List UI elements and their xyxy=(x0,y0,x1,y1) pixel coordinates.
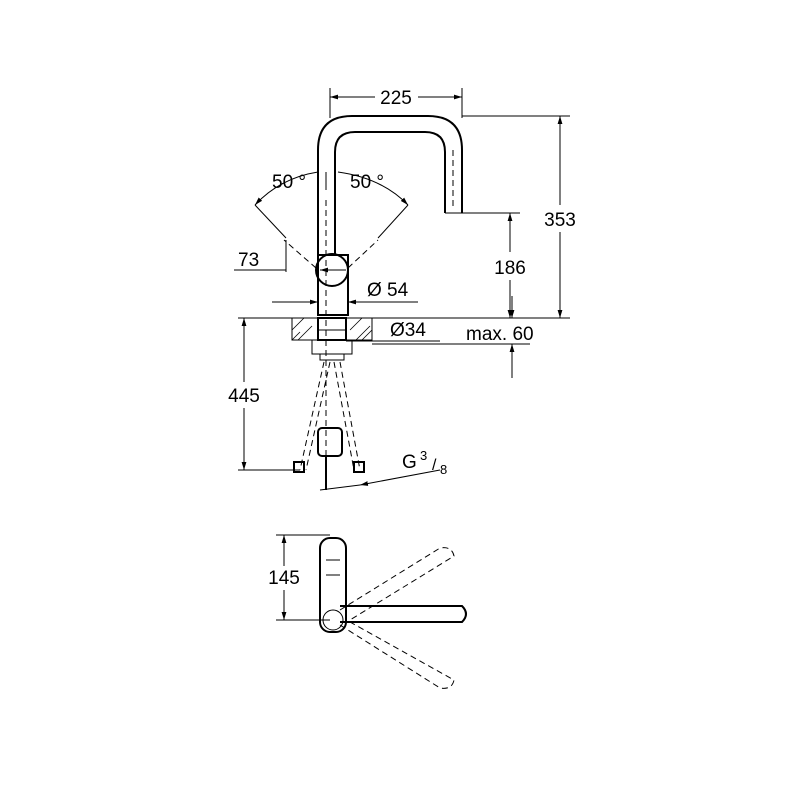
mounting-stud xyxy=(317,317,347,341)
dim-186: 186 xyxy=(462,212,526,318)
thread-denominator-label: 8 xyxy=(440,462,447,477)
lever-right-dashed xyxy=(347,239,379,269)
hose-end-right xyxy=(353,461,365,473)
dim-73-label: 73 xyxy=(238,250,259,271)
dim-diam-34-label: Ø34 xyxy=(390,320,426,341)
dim-445-label: 445 xyxy=(228,386,260,407)
angle-left-label: 50 ° xyxy=(272,172,306,193)
dim-186-label: 186 xyxy=(494,258,526,279)
hose-left-2 xyxy=(305,361,331,471)
mounting-nut xyxy=(311,339,353,355)
dim-145: 145 xyxy=(268,534,330,621)
dim-diam-54: Ø 54 xyxy=(272,280,418,305)
angle-right-label: 50 ° xyxy=(350,172,384,193)
dim-max-60-label: max. 60 xyxy=(466,324,534,345)
thread-base-label: G xyxy=(402,452,417,473)
lever-left-dashed xyxy=(283,239,317,269)
faucet-top-view xyxy=(319,537,467,689)
dim-145-label: 145 xyxy=(268,568,300,589)
lever-hub xyxy=(315,253,349,287)
hose-right-2 xyxy=(333,361,355,471)
spout-outline-inner xyxy=(334,131,446,255)
dim-max-60: max. 60 xyxy=(372,296,534,378)
dim-diam-54-label: Ø 54 xyxy=(367,280,409,301)
top-lever-solid xyxy=(340,605,467,623)
dim-angles: 50 ° 50 ° xyxy=(254,171,409,239)
dim-225-label: 225 xyxy=(380,88,412,109)
weight-block xyxy=(317,427,343,457)
dim-thread: G 3 / 8 xyxy=(319,448,447,491)
dim-73: 73 xyxy=(234,240,346,273)
deck-hatch xyxy=(291,317,373,341)
dim-445: 445 xyxy=(228,318,300,471)
thread-slash-label: / xyxy=(432,457,437,474)
dim-225: 225 xyxy=(329,88,463,118)
mounting-ring xyxy=(319,353,345,361)
top-body xyxy=(319,537,347,633)
hose-end-left xyxy=(293,461,305,473)
dim-diam-34: Ø34 xyxy=(318,320,440,342)
dim-353-label: 353 xyxy=(544,210,576,231)
thread-numerator-label: 3 xyxy=(420,448,427,463)
top-lever-dashed-upper xyxy=(339,547,455,621)
deck-plate xyxy=(291,317,373,341)
hose-right xyxy=(339,361,361,471)
hose-left xyxy=(299,361,325,471)
spout-outline-outer xyxy=(317,115,463,255)
top-lever-dashed-lower xyxy=(339,621,455,689)
dim-353: 353 xyxy=(462,115,576,318)
faucet-front-view xyxy=(283,115,463,490)
